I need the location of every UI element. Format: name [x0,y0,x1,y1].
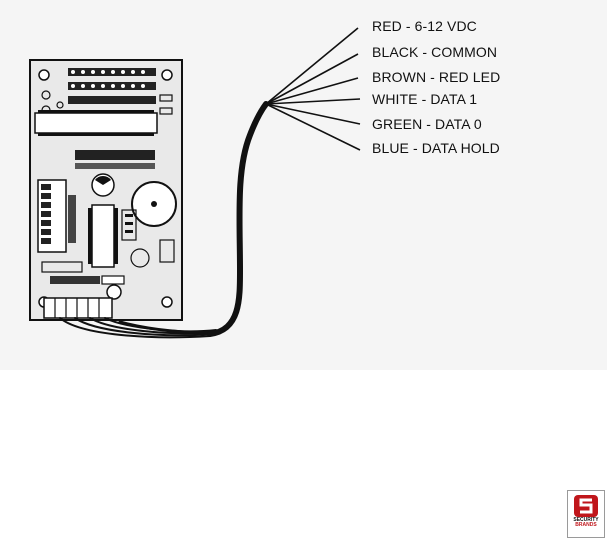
logo-mark-icon [574,495,598,517]
wire-label-red: RED - 6-12 VDC [372,18,477,34]
wire-fanout [265,27,361,151]
circuit-board [29,59,183,321]
logo-text-brands: BRANDS [575,522,597,528]
wire-label-brown: BROWN - RED LED [372,69,501,85]
logo-text-security: SECURITY [573,517,599,523]
wire-label-green: GREEN - DATA 0 [372,116,482,132]
wire-label-blue: BLUE - DATA HOLD [372,140,500,156]
wiring-diagram [29,27,361,339]
cable-bundle [59,101,269,339]
wire-label-black: BLACK - COMMON [372,44,498,60]
security-brands-logo: SECURITY BRANDS [567,490,605,538]
wire-label-white: WHITE - DATA 1 [372,91,478,107]
